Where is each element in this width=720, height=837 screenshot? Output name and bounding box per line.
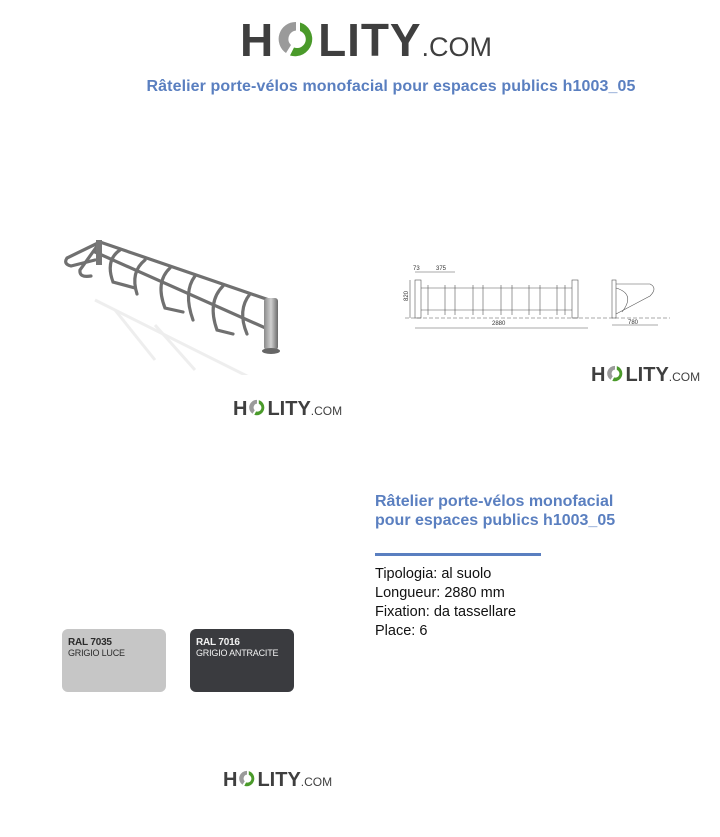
holity-logo-drawing: H LITY .COM — [591, 362, 700, 387]
dim-780: 780 — [628, 320, 639, 326]
dim-2880: 2880 — [492, 321, 506, 327]
dim-375: 375 — [436, 266, 447, 272]
spec-length: Longueur: 2880 mm — [375, 585, 505, 601]
title-underline — [375, 553, 541, 556]
logo-ring-icon — [248, 398, 266, 417]
logo-text-com: .COM — [310, 404, 343, 418]
color-swatch-ral-7016[interactable]: RAL 7016 GRIGIO ANTRACITE — [190, 629, 294, 692]
dim-820: 820 — [404, 290, 410, 301]
spec-places: Place: 6 — [375, 623, 428, 639]
logo-ring-icon — [276, 18, 316, 60]
spec-list: Tipologia: al suolo Longueur: 2880 mm Fi… — [375, 565, 516, 641]
logo-text-lity: LITY — [318, 14, 422, 66]
dim-73: 73 — [413, 266, 420, 272]
product-image — [55, 230, 300, 382]
logo-text-h: H — [240, 14, 275, 66]
logo-text-h: H — [223, 769, 238, 791]
logo-text-lity: LITY — [625, 364, 669, 386]
logo-text-com: .COM — [668, 370, 701, 384]
logo-text-lity: LITY — [257, 769, 301, 791]
technical-drawing: 73 375 820 2880 780 — [400, 258, 680, 333]
logo-text-lity: LITY — [267, 398, 311, 420]
color-swatch-ral-7035[interactable]: RAL 7035 GRIGIO LUCE — [62, 629, 166, 692]
logo-text-com: .COM — [300, 775, 333, 789]
spec-fixation: Fixation: da tassellare — [375, 604, 517, 620]
logo-ring-icon — [606, 364, 624, 383]
swatch-name: GRIGIO ANTRACITE — [196, 648, 279, 658]
holity-logo-product: H LITY .COM — [233, 396, 342, 421]
holity-logo-swatches: H LITY .COM — [223, 767, 332, 792]
swatch-code: RAL 7016 — [196, 637, 240, 648]
product-title: Râtelier porte-vélos monofacial pour esp… — [375, 493, 616, 529]
logo-text-com: .COM — [421, 32, 492, 62]
logo-ring-icon — [238, 769, 256, 788]
holity-logo-header[interactable]: H LITY .COM — [240, 14, 492, 70]
swatch-code: RAL 7035 — [68, 637, 112, 648]
logo-text-h: H — [591, 364, 606, 386]
page-title: Râtelier porte-vélos monofacial pour esp… — [146, 78, 636, 95]
spec-type: Tipologia: al suolo — [375, 566, 492, 582]
swatch-name: GRIGIO LUCE — [68, 648, 125, 658]
logo-text-h: H — [233, 398, 248, 420]
